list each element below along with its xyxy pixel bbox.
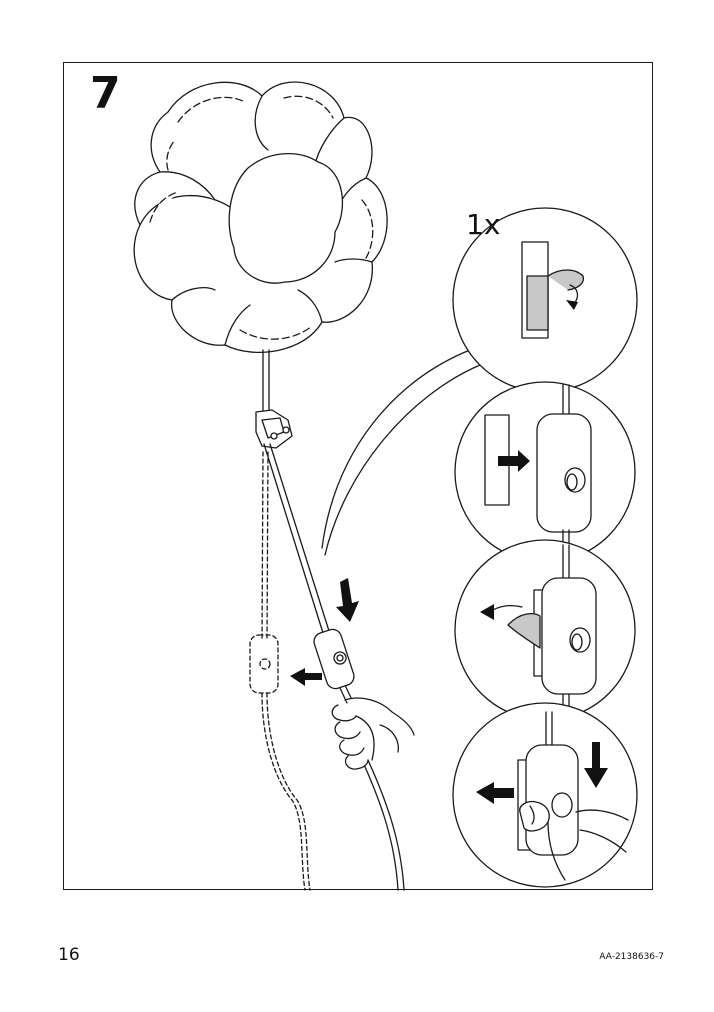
adhesive-tape-icon (521, 241, 585, 339)
page-number: 16 (58, 945, 80, 965)
lamp-cord (262, 349, 270, 419)
flower-lamp-shade-icon (133, 81, 388, 353)
cord-previous-position (249, 451, 311, 891)
detail-circle-1 (452, 207, 638, 393)
instruction-frame (63, 62, 653, 890)
detail-circle-2 (454, 381, 636, 563)
step-number: 7 (90, 68, 121, 119)
hand-icon (331, 697, 415, 770)
cord-clip-icon (255, 409, 293, 449)
cord-diagonal (263, 443, 405, 891)
switch-icon (313, 628, 355, 690)
quantity-label: 1x (466, 208, 501, 241)
arrow-icon (290, 578, 359, 686)
detail-circle-4 (452, 702, 638, 888)
document-code: AA-2138636-7 (599, 952, 664, 962)
callout-pointer (321, 349, 481, 556)
detail-circle-3 (454, 539, 636, 721)
